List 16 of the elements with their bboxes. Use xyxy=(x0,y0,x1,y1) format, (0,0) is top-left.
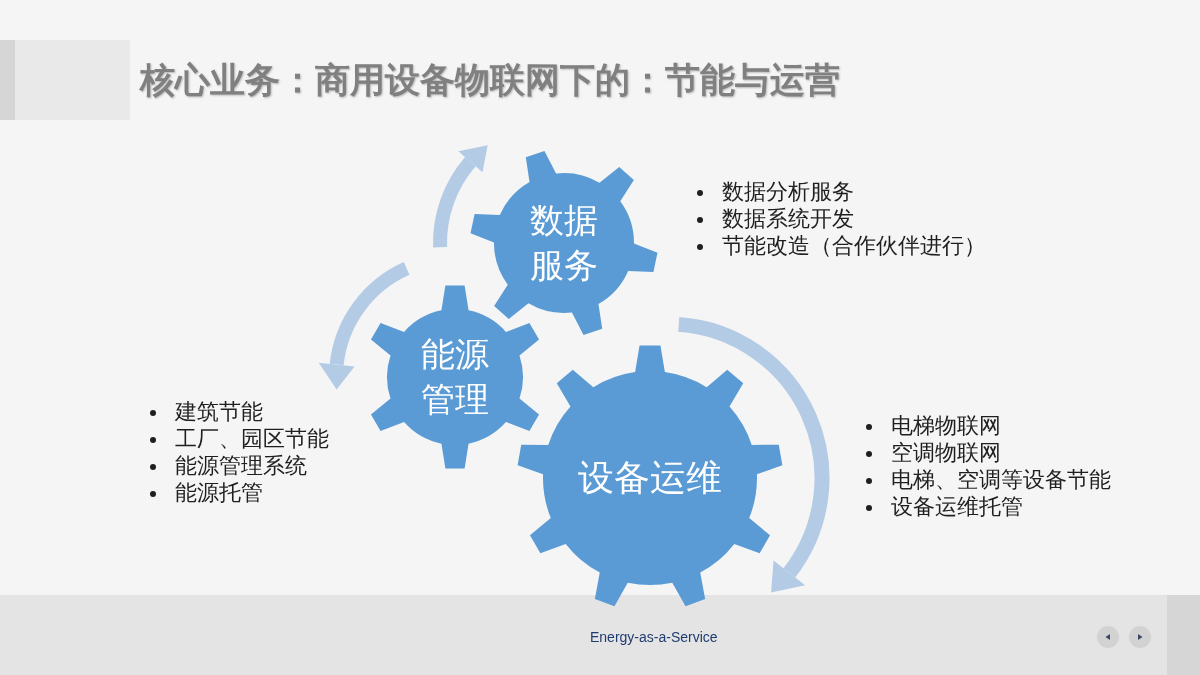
gear-label: 设备运维 xyxy=(578,456,722,500)
gear-label: 数据服务 xyxy=(529,199,599,287)
bullet-item: 能源管理系统 xyxy=(148,452,307,479)
gear-label: 能源管理 xyxy=(420,333,490,421)
bullet-item: 数据系统开发 xyxy=(695,205,854,232)
bullet-item: 建筑节能 xyxy=(148,398,263,425)
bullet-item: 节能改造（合作伙伴进行） xyxy=(695,232,986,259)
bullet-item: 空调物联网 xyxy=(864,439,1001,466)
bullet-item: 设备运维托管 xyxy=(864,493,1023,520)
bullet-item: 数据分析服务 xyxy=(695,178,854,205)
bullet-item: 工厂、园区节能 xyxy=(148,425,329,452)
bullet-item: 电梯、空调等设备节能 xyxy=(864,466,1111,493)
footer-text: Energy-as-a-Service xyxy=(590,628,718,646)
bullet-item: 能源托管 xyxy=(148,479,263,506)
slide-title: 核心业务：商用设备物联网下的：节能与运营 xyxy=(140,59,840,102)
bullet-item: 电梯物联网 xyxy=(864,412,1001,439)
